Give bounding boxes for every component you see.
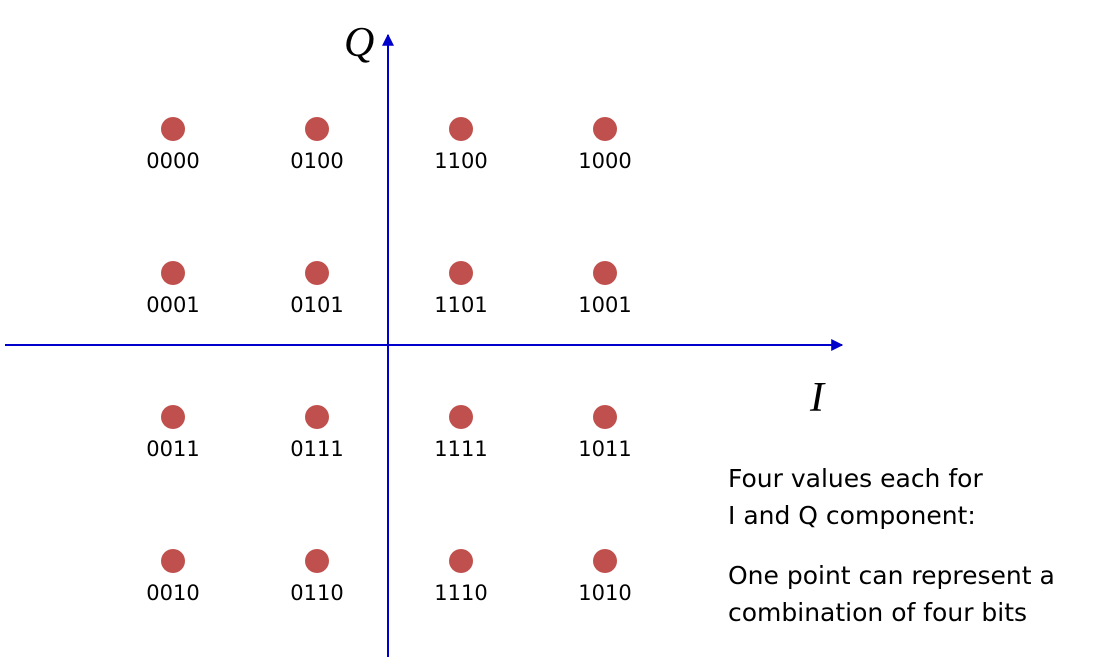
constellation-point-1000 xyxy=(593,117,617,141)
constellation-point-0110 xyxy=(305,549,329,573)
i-axis-label: I xyxy=(809,375,826,421)
note-component-values: Four values each for I and Q component: xyxy=(728,460,1108,534)
constellation-point-1110 xyxy=(449,549,473,573)
constellation-point-0000 xyxy=(161,117,185,141)
q-axis-label: Q xyxy=(344,20,374,66)
note-four-bits: One point can represent a combination of… xyxy=(728,557,1108,631)
point-label-1110: 1110 xyxy=(434,581,487,605)
constellation-point-1010 xyxy=(593,549,617,573)
point-label-1011: 1011 xyxy=(578,437,631,461)
point-label-0000: 0000 xyxy=(146,149,199,173)
point-label-1101: 1101 xyxy=(434,293,487,317)
note-line: One point can represent a xyxy=(728,561,1055,590)
constellation-point-0010 xyxy=(161,549,185,573)
constellation-point-1101 xyxy=(449,261,473,285)
point-label-0111: 0111 xyxy=(290,437,343,461)
note-line: combination of four bits xyxy=(728,598,1028,627)
constellation-point-0101 xyxy=(305,261,329,285)
constellation-point-1100 xyxy=(449,117,473,141)
point-label-1100: 1100 xyxy=(434,149,487,173)
point-label-0110: 0110 xyxy=(290,581,343,605)
point-label-1111: 1111 xyxy=(434,437,487,461)
constellation-point-0001 xyxy=(161,261,185,285)
point-label-0010: 0010 xyxy=(146,581,199,605)
point-label-1010: 1010 xyxy=(578,581,631,605)
constellation-point-0011 xyxy=(161,405,185,429)
point-label-0101: 0101 xyxy=(290,293,343,317)
point-label-0100: 0100 xyxy=(290,149,343,173)
constellation-point-1011 xyxy=(593,405,617,429)
point-label-0011: 0011 xyxy=(146,437,199,461)
point-label-1001: 1001 xyxy=(578,293,631,317)
constellation-points: 0000 0100 1100 1000 0001 0101 1101 1001 0011 0111… xyxy=(146,117,632,605)
constellation-point-1111 xyxy=(449,405,473,429)
note-line: Four values each for xyxy=(728,464,983,493)
constellation-point-0111 xyxy=(305,405,329,429)
point-label-0001: 0001 xyxy=(146,293,199,317)
note-line: I and Q component: xyxy=(728,501,976,530)
point-label-1000: 1000 xyxy=(578,149,631,173)
constellation-point-0100 xyxy=(305,117,329,141)
constellation-point-1001 xyxy=(593,261,617,285)
